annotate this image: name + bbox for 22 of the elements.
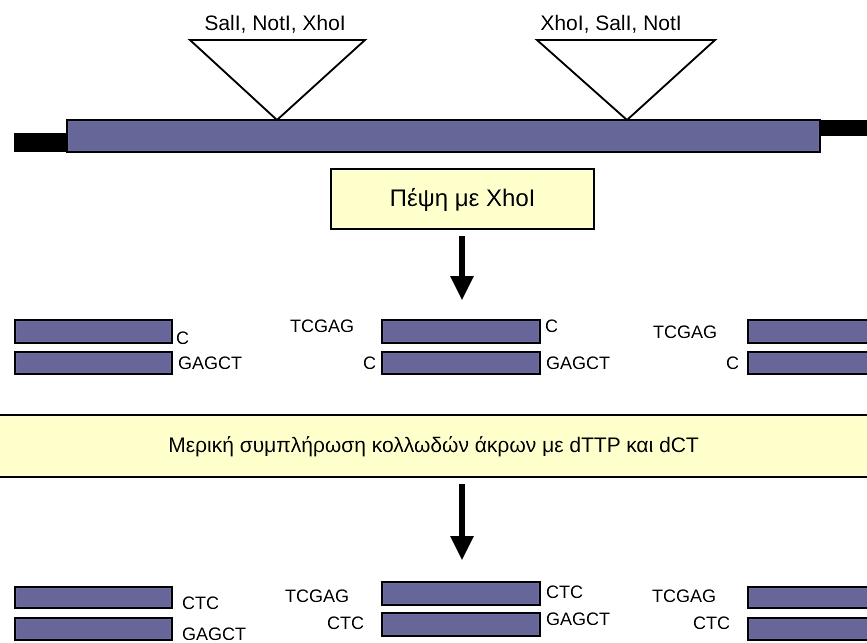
sequence-label: GAGCT [178,353,242,373]
sequence-label: CTC [182,593,219,613]
sequence-label: TCGAG [285,586,350,606]
step-box: Πέψη με XhoI [330,168,595,230]
sequence-label: CTC [693,613,730,633]
sequence-label: TCGAG [652,586,716,606]
sequence-label: TCGAG [290,316,354,336]
sequence-label: GAGCT [182,624,246,643]
sequence-label: CTC [327,613,364,633]
sequence-label: C [363,353,376,373]
arrow [450,484,474,560]
sequence-label: TCGAG [653,322,718,342]
step-box: Μερική συμπλήρωση κολλωδών άκρων με dTTP και dCT [0,414,867,478]
sequence-label: GAGCT [546,609,610,629]
sequence-label: C [545,316,558,336]
sequence-label: C [176,328,189,348]
sequence-label: GAGCT [546,353,610,373]
enzyme-sites-label: XhoI, SalI, NotI [539,12,683,36]
arrow [450,236,474,300]
sequence-label: CTC [546,582,583,602]
sequence-label: C [726,353,739,373]
enzyme-sites-label: SalI, NotI, XhoI [203,12,347,36]
